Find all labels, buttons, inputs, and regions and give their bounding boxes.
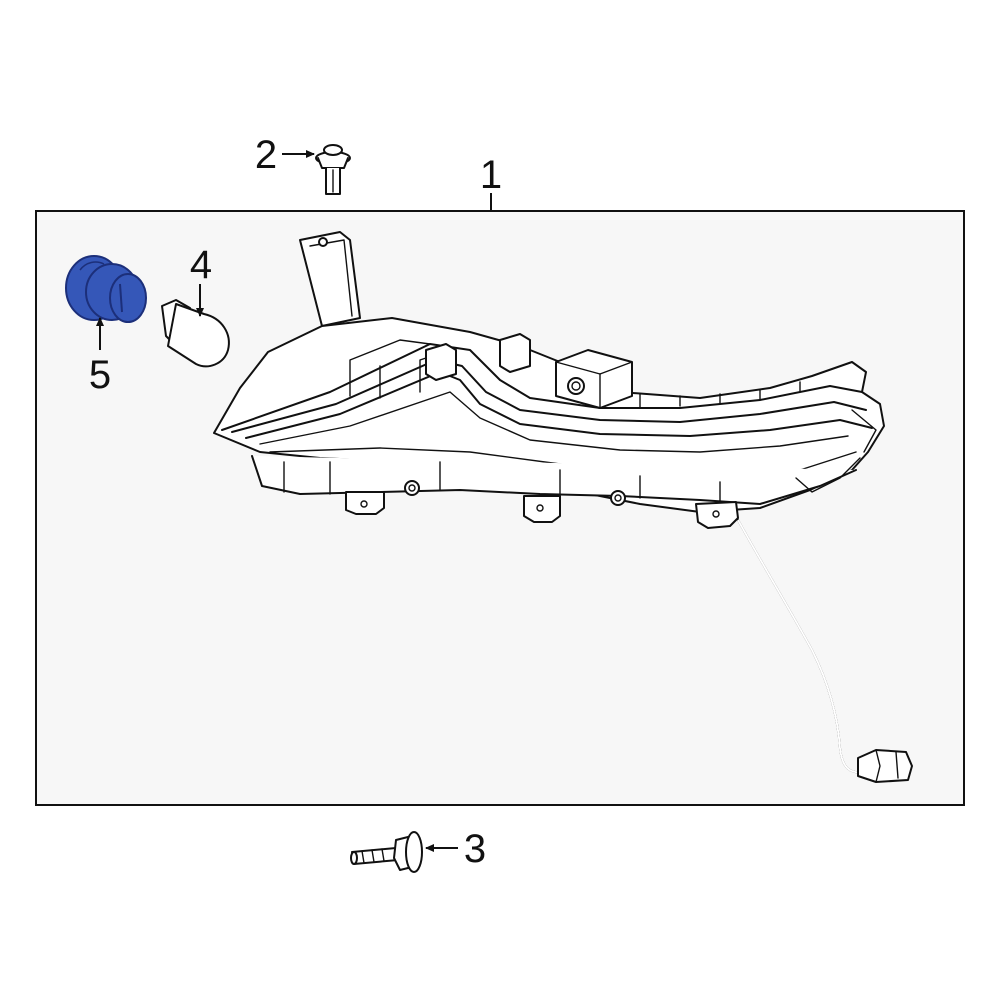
- socket: [65, 255, 147, 323]
- bulb: [161, 299, 230, 368]
- callout-3-label: 3: [464, 827, 486, 871]
- wire-harness: [737, 519, 865, 774]
- connector: [857, 749, 913, 783]
- bolt: [350, 831, 423, 873]
- callout-5-label: 5: [89, 353, 111, 397]
- callout-1-label: 1: [480, 153, 502, 197]
- callout-4-label: 4: [190, 243, 212, 287]
- callout-2-label: 2: [255, 133, 277, 177]
- lamp-assembly: [213, 231, 885, 529]
- retainer-clip: [315, 144, 351, 195]
